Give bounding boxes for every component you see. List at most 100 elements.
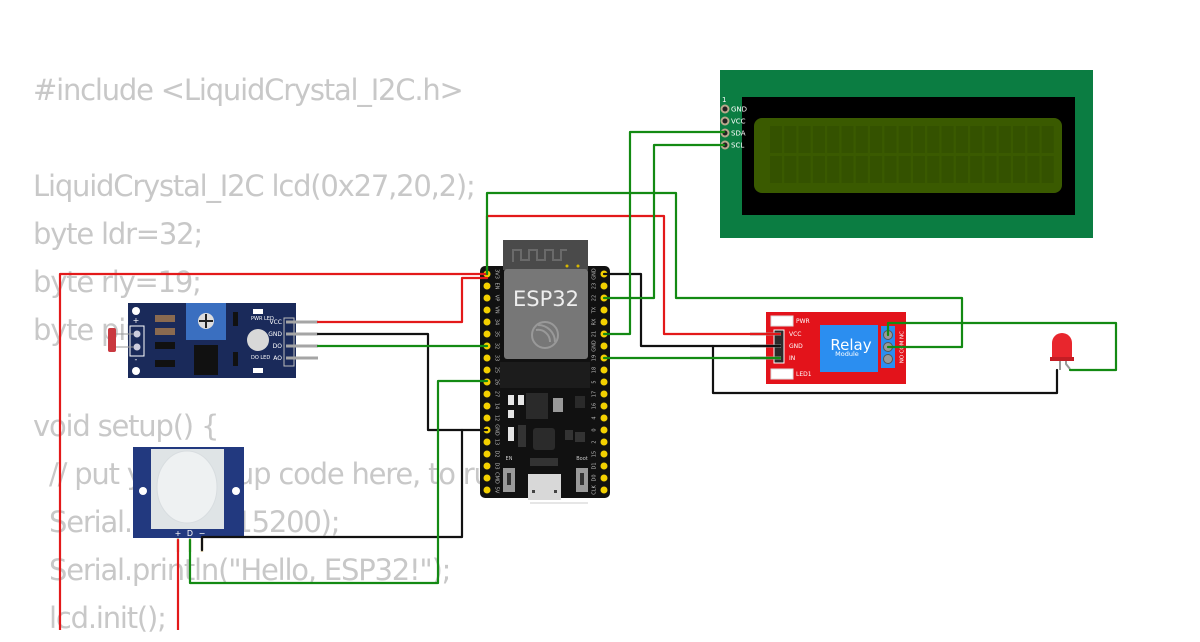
lcd-char-cell: [970, 156, 983, 183]
esp32-pin-right[interactable]: [600, 426, 608, 434]
usb-port: [528, 474, 588, 504]
esp32-pin-label: GND: [592, 340, 598, 352]
esp32-pin-right[interactable]: [600, 318, 608, 326]
lcd-char-cell: [998, 156, 1011, 183]
relay-pin-label: IN: [789, 355, 795, 362]
esp32-pin-label: 27: [494, 391, 500, 397]
esp32-pin-left[interactable]: [483, 330, 491, 338]
mount-hole: [139, 487, 147, 495]
esp32-pin-right[interactable]: [600, 366, 608, 374]
esp32-pin-label: 25: [494, 367, 500, 373]
red-led[interactable]: [1050, 333, 1074, 370]
esp32-pin-label: 12: [494, 415, 500, 421]
esp32-pin-label: CMD: [494, 472, 500, 484]
lcd-char-cell: [927, 156, 940, 183]
lcd-pin-vcc[interactable]: [720, 116, 730, 126]
esp32-pin-left[interactable]: [483, 450, 491, 458]
esp32-module-shield: [504, 269, 588, 359]
ldr-header: [283, 317, 295, 367]
esp32-pin-right[interactable]: [600, 390, 608, 398]
wire-relay-nc-led[interactable]: [886, 321, 1118, 372]
esp32-board[interactable]: ESP32 EN Boot: [480, 240, 610, 504]
relay-title: Relay: [830, 336, 871, 354]
esp32-pin-right[interactable]: [600, 474, 608, 482]
wire-lcd-sda[interactable]: [602, 130, 726, 336]
esp32-pin-label: 23: [592, 283, 598, 289]
esp32-pin-left[interactable]: [483, 486, 491, 494]
resistor: [155, 328, 175, 335]
code-line: lcd.init();: [33, 601, 167, 635]
esp32-pin-right[interactable]: [600, 402, 608, 410]
wire-3v3-pir-vcc[interactable]: [58, 272, 489, 630]
esp32-pin-left[interactable]: [483, 462, 491, 470]
do-led: [253, 368, 263, 373]
antenna-pad: [576, 264, 580, 268]
wire-relay-gnd-led[interactable]: [711, 344, 1059, 395]
esp32-pin-left[interactable]: [483, 414, 491, 422]
smd-component: [233, 312, 238, 326]
esp32-pin-label: 2: [592, 440, 598, 443]
en-button[interactable]: [503, 468, 515, 492]
esp32-pin-label: 4: [592, 416, 598, 419]
esp32-pin-right[interactable]: [600, 306, 608, 314]
esp32-pin-left[interactable]: [483, 402, 491, 410]
wire-esp-gnd-relay[interactable]: [602, 272, 782, 348]
esp32-pin-left[interactable]: [483, 474, 491, 482]
ldr-pin-label: GND: [268, 331, 282, 338]
esp32-pin-label: 14: [494, 403, 500, 409]
esp32-pin-label: D2: [494, 450, 500, 457]
wire-pir-gnd[interactable]: [200, 428, 464, 552]
pwr-led-label: PWR LED: [251, 316, 274, 322]
lcd-pin-gnd[interactable]: [720, 104, 730, 114]
esp32-pin-right[interactable]: [600, 450, 608, 458]
lcd-char-cell: [812, 126, 825, 153]
esp32-pin-left[interactable]: [483, 390, 491, 398]
esp32-pin-left[interactable]: [483, 306, 491, 314]
lcd-pin-label: GND: [731, 106, 747, 114]
esp32-pin-right[interactable]: [600, 486, 608, 494]
esp32-pin-left[interactable]: [483, 354, 491, 362]
esp32-pin-left[interactable]: [483, 294, 491, 302]
relay-terminal-no[interactable]: [883, 354, 893, 364]
ldr-minus-label: -: [135, 355, 138, 364]
relay-coil: [820, 325, 878, 372]
mount-hole: [232, 487, 240, 495]
lcd-char-cell: [1027, 126, 1040, 153]
lcd-char-cell: [941, 156, 954, 183]
esp32-pin-right[interactable]: [600, 414, 608, 422]
esp32-pin-label: 26: [494, 379, 500, 385]
wire-lcd-vcc-loop[interactable]: [485, 191, 964, 349]
boot-button[interactable]: [576, 468, 588, 492]
esp32-pin-right[interactable]: [600, 438, 608, 446]
wires[interactable]: [58, 130, 1118, 630]
boot-label: Boot: [576, 456, 588, 462]
wire-pir-out[interactable]: [188, 379, 489, 585]
esp32-pin-right[interactable]: [600, 342, 608, 350]
esp32-pin-left[interactable]: [483, 438, 491, 446]
esp32-components: [508, 393, 585, 466]
esp32-pin-right[interactable]: [600, 462, 608, 470]
led-body: [1052, 333, 1072, 360]
esp32-label: ESP32: [513, 287, 579, 311]
esp32-pin-left[interactable]: [483, 366, 491, 374]
esp32-pin-right[interactable]: [600, 282, 608, 290]
pir-sensor[interactable]: +D−: [133, 447, 244, 552]
ldr-pin-label: DO: [273, 343, 283, 350]
wire-ldr-vcc[interactable]: [316, 276, 489, 324]
esp32-module-base: [500, 362, 590, 388]
ldr-terminal: [129, 325, 145, 357]
esp32-pin-left[interactable]: [483, 282, 491, 290]
lcd-char-cell: [798, 156, 811, 183]
esp32-pin-label: 13: [494, 439, 500, 445]
lcd-char-cell: [898, 156, 911, 183]
esp32-pin-right[interactable]: [600, 378, 608, 386]
wire-lcd-scl[interactable]: [602, 143, 726, 300]
esp32-pin-label: D1: [592, 462, 598, 469]
wire-ldr-gnd[interactable]: [316, 332, 489, 432]
esp32-pin-left[interactable]: [483, 318, 491, 326]
lcd-char-cell: [970, 126, 983, 153]
